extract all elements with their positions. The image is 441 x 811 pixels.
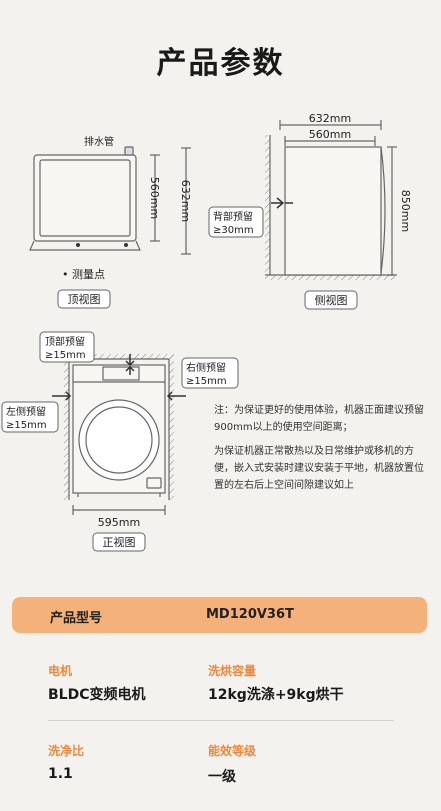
drain-pipe-label: 排水管	[84, 135, 114, 148]
top-clearance-label: 顶部预留	[45, 335, 85, 348]
spec-value-energy-grade: 一级	[208, 769, 236, 785]
top-view-caption-box	[57, 289, 111, 309]
top-view-diagram: 排水管 560mm 632mm • 测量点 顶视图	[29, 135, 192, 309]
left-clearance-box	[1, 401, 59, 433]
top-clearance-box	[39, 331, 95, 363]
side-view-diagram: 632mm 560mm 850mm 背部预留 ≥30mm 侧视图	[208, 112, 412, 310]
side-view-caption-box	[304, 290, 358, 310]
spec-label-capacity: 洗烘容量	[208, 664, 257, 678]
spec-label-energy-grade: 能效等级	[208, 744, 257, 758]
right-clearance-box	[181, 357, 239, 389]
top-inner-dim: 560mm	[148, 177, 161, 219]
right-clearance-label: 右侧预留	[186, 361, 226, 374]
spec-value-capacity: 12kg洗涤+9kg烘干	[208, 687, 344, 703]
side-inner-dim: 560mm	[309, 128, 351, 141]
side-view-caption: 侧视图	[315, 293, 348, 307]
note-front-space: 注：为保证更好的使用体验，机器正面建议预留900mm以上的使用空间距离；	[214, 405, 424, 433]
note-installation: 为保证机器正常散热以及日常维护或移机的方便，嵌入式安装时建议安装于平地，机器放置…	[214, 446, 424, 491]
measure-point-dot	[76, 243, 80, 247]
spec-value-wash-ratio: 1.1	[48, 766, 73, 782]
side-height-dim: 850mm	[399, 190, 412, 232]
left-clearance-label: 左侧预留	[6, 405, 46, 418]
front-view-caption-box	[92, 532, 146, 552]
front-view-diagram: 顶部预留 ≥15mm 左侧预留 ≥15mm 右侧预留 ≥15mm 595mm 正…	[1, 331, 239, 552]
page-title: 产品参数	[156, 46, 285, 81]
measure-point-dot	[124, 243, 128, 247]
right-clearance-value: ≥15mm	[186, 376, 227, 387]
spec-label-wash-ratio: 洗净比	[48, 744, 85, 758]
model-value: MD120V36T	[206, 607, 294, 622]
top-clearance-value: ≥15mm	[45, 350, 86, 361]
rear-clearance-box	[208, 206, 264, 238]
spec-divider	[48, 720, 394, 721]
top-outer-dim: 632mm	[179, 180, 192, 222]
rear-clearance-value: ≥30mm	[213, 225, 254, 236]
model-band: 产品型号 MD120V36T	[12, 597, 427, 633]
front-width-dim: 595mm	[98, 516, 140, 529]
model-label: 产品型号	[50, 611, 103, 626]
rear-clearance-label: 背部预留	[213, 210, 253, 223]
front-view-caption: 正视图	[103, 535, 136, 549]
spec-label-motor: 电机	[48, 664, 73, 678]
top-view-caption: 顶视图	[68, 292, 101, 306]
left-clearance-value: ≥15mm	[6, 420, 47, 431]
side-outer-dim: 632mm	[309, 112, 351, 125]
spec-value-motor: BLDC变频电机	[48, 687, 146, 703]
measure-point-label: • 测量点	[62, 268, 105, 281]
